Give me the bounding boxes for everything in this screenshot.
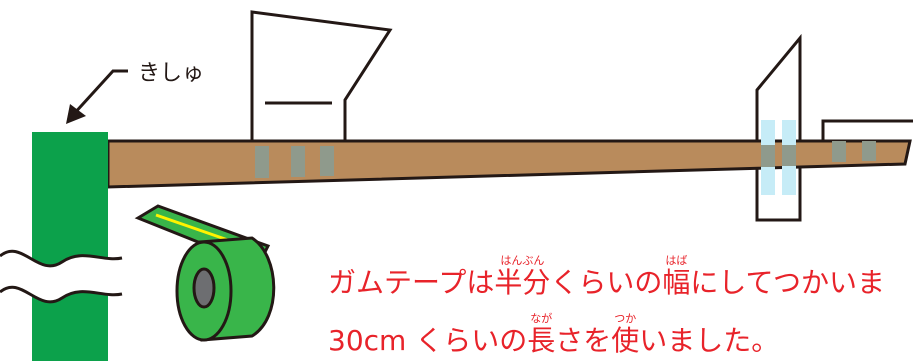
instruction-line-1: ガムテープは半分はんぶんくらいの幅はばにしてつかいま — [328, 254, 885, 299]
main-wing — [250, 10, 393, 147]
tape-strip — [291, 146, 305, 177]
tape-strip — [782, 145, 796, 166]
instruction-text: くらいの — [550, 266, 662, 299]
tape-strip — [320, 146, 334, 176]
tape-roll-core — [192, 267, 216, 309]
tape-strip — [761, 145, 775, 167]
arrow-head-icon — [66, 104, 86, 124]
tape-strip — [832, 141, 846, 162]
instruction-text: にしてつかいま — [690, 266, 885, 299]
instruction-text: 使 — [611, 324, 639, 357]
instruction-text: ガムテープは — [328, 266, 494, 299]
horizontal-tail — [821, 119, 913, 143]
tape-strip — [862, 141, 876, 161]
tape-strip — [255, 146, 269, 178]
pointer-arrow-icon — [70, 69, 128, 118]
instruction-text: さを — [555, 324, 611, 357]
break-line — [0, 249, 123, 268]
instruction-text: 長 — [527, 324, 555, 357]
furigana-text: なが — [530, 311, 552, 325]
instruction-text: 幅 — [662, 266, 690, 299]
instruction-text: いました。 — [639, 324, 779, 357]
break-mark — [0, 251, 122, 302]
instruction-line-2: 30cm くらいの長ながさを使つかいました。 — [328, 311, 779, 357]
instruction-text: 半分 — [494, 266, 550, 299]
green-post — [32, 132, 108, 361]
break-line — [0, 285, 123, 304]
furigana-text: つか — [614, 312, 636, 325]
instruction-text: 30cm くらいの — [328, 324, 527, 357]
fuselage-label: きしゅ — [138, 61, 204, 86]
furigana-text: はば — [665, 254, 687, 267]
furigana-text: はんぶん — [500, 254, 544, 267]
